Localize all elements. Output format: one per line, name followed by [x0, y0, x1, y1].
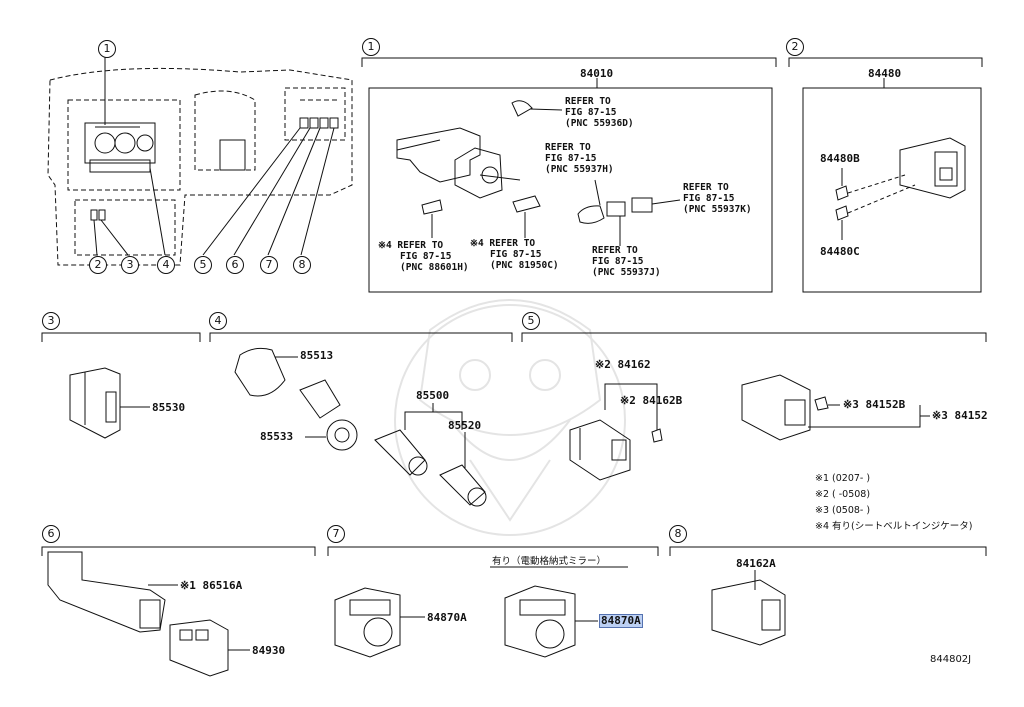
section3-switch: [69, 367, 150, 439]
refer-88601h: ※4 REFER TO FIG 87-15 (PNC 88601H): [378, 240, 469, 273]
part-84480b[interactable]: 84480B: [820, 152, 860, 165]
refer-55937h: REFER TO FIG 87-15 (PNC 55937H): [545, 142, 614, 175]
ref-line: ※4 REFER TO: [378, 240, 444, 251]
refer-55937j: REFER TO FIG 87-15 (PNC 55937J): [592, 245, 661, 278]
part-84010[interactable]: 84010: [580, 67, 614, 80]
ref-pnc[interactable]: (PNC 55937H): [545, 164, 614, 175]
marker-5-overview: 5: [194, 256, 212, 274]
part-84162b[interactable]: ※2 84162B: [620, 394, 683, 407]
watermark-logo: [394, 299, 626, 536]
section-5-marker: 5: [522, 312, 540, 330]
part-84162[interactable]: ※2 84162: [595, 358, 651, 371]
ref-pnc[interactable]: (PNC 88601H): [400, 262, 469, 273]
ref-line: FIG 87-15: [400, 251, 452, 262]
dashboard-detail: [84, 56, 339, 256]
section7-parts: [334, 566, 628, 658]
part-84870a-highlighted[interactable]: 84870A: [599, 614, 643, 628]
ref-line: FIG 87-15: [592, 256, 644, 267]
part-85500[interactable]: 85500: [416, 389, 450, 402]
footnote-2: ※2 ( -0508): [815, 489, 871, 500]
section8-parts: [711, 570, 786, 646]
dashboard-overview: [47, 67, 353, 266]
part-85530[interactable]: 85530: [152, 401, 186, 414]
section-7-marker: 7: [327, 525, 345, 543]
section4-parts: [234, 347, 487, 507]
refer-55937k: REFER TO FIG 87-15 (PNC 55937K): [683, 182, 752, 215]
footnote-3: ※3 (0508- ): [815, 505, 871, 516]
section-3-marker: 3: [42, 312, 60, 330]
ref-line: FIG 87-15: [490, 249, 542, 260]
footnotes: ※1 (0207- ) ※2 ( -0508) ※3 (0508- ) ※4 有…: [815, 471, 972, 535]
marker-6-overview: 6: [226, 256, 244, 274]
section-6-marker: 6: [42, 525, 60, 543]
diagram-code: 844802J: [930, 654, 972, 665]
part-85520[interactable]: 85520: [448, 419, 482, 432]
part-85513[interactable]: 85513: [300, 349, 334, 362]
ref-line: FIG 87-15: [683, 193, 735, 204]
section-2-marker: 2: [786, 38, 804, 56]
section-1-marker: 1: [362, 38, 380, 56]
section-brackets: [41, 57, 987, 556]
marker-1-overview: 1: [98, 40, 116, 58]
footnote-4: ※4 有り(シートベルトインジケータ): [815, 521, 973, 532]
ref-pnc[interactable]: (PNC 55937K): [683, 204, 752, 215]
ref-line: REFER TO: [592, 245, 638, 256]
part-84870a-left[interactable]: 84870A: [427, 611, 467, 624]
marker-8-overview: 8: [293, 256, 311, 274]
ref-pnc[interactable]: (PNC 55937J): [592, 267, 661, 278]
part-84162a[interactable]: 84162A: [736, 557, 776, 570]
section7-caption: 有り（電動格納式ミラー）: [492, 556, 607, 567]
section5-parts: [569, 374, 930, 481]
refer-81950c: ※4 REFER TO FIG 87-15 (PNC 81950C): [470, 238, 559, 271]
marker-2-overview: 2: [89, 256, 107, 274]
part-85533[interactable]: 85533: [260, 430, 294, 443]
marker-3-overview: 3: [121, 256, 139, 274]
section-4-marker: 4: [209, 312, 227, 330]
ref-line: REFER TO: [545, 142, 591, 153]
refer-55936d: REFER TO FIG 87-15 (PNC 55936D): [565, 96, 634, 129]
ref-line: FIG 87-15: [545, 153, 597, 164]
section2-switch: [835, 137, 966, 240]
ref-pnc[interactable]: (PNC 55936D): [565, 118, 634, 129]
marker-4-overview: 4: [157, 256, 175, 274]
part-84930[interactable]: 84930: [252, 644, 286, 657]
ref-pnc[interactable]: (PNC 81950C): [490, 260, 559, 271]
marker-7-overview: 7: [260, 256, 278, 274]
section1-box: [368, 78, 982, 293]
ref-line: REFER TO: [565, 96, 611, 107]
ref-line: ※4 REFER TO: [470, 238, 536, 249]
section-8-marker: 8: [669, 525, 687, 543]
part-84480c[interactable]: 84480C: [820, 245, 860, 258]
ref-line: FIG 87-15: [565, 107, 617, 118]
part-84152b[interactable]: ※3 84152B: [843, 398, 906, 411]
part-86516a[interactable]: ※1 86516A: [180, 579, 243, 592]
section6-parts: [47, 551, 250, 677]
footnote-1: ※1 (0207- ): [815, 473, 871, 484]
ref-line: REFER TO: [683, 182, 729, 193]
part-84152[interactable]: ※3 84152: [932, 409, 988, 422]
part-84480[interactable]: 84480: [868, 67, 902, 80]
